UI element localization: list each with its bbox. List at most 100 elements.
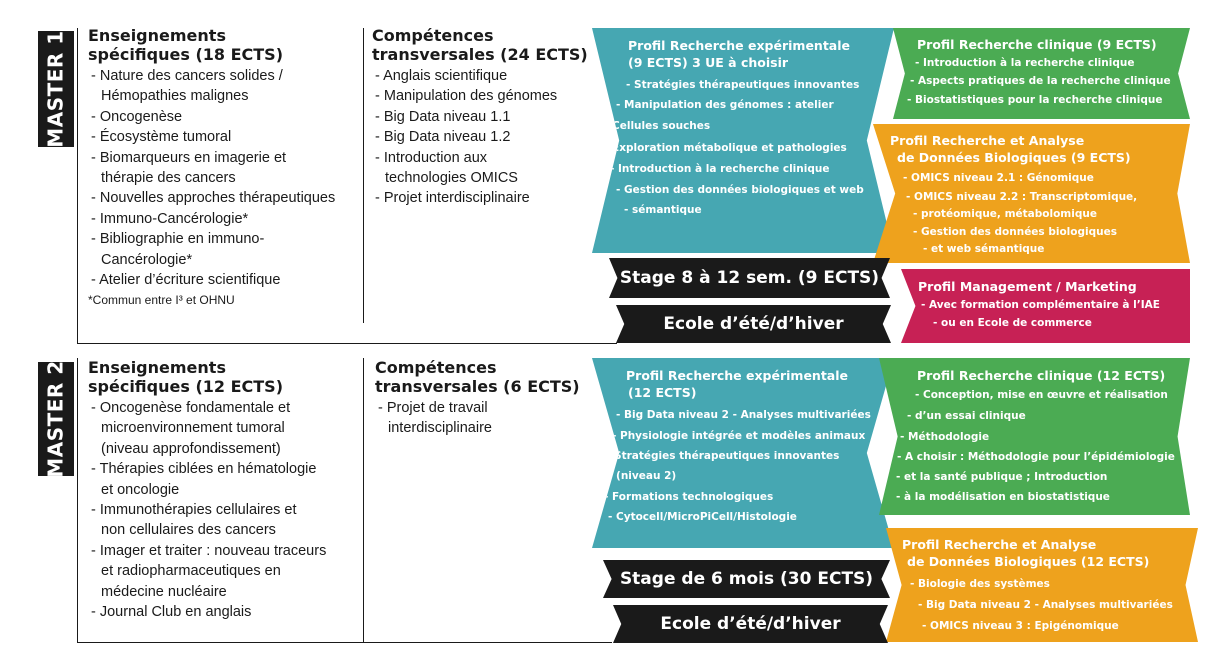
master2-analysis-item: Big Data niveau 2 - Analyses multivariée… (918, 597, 1173, 614)
master1-label: MASTER 1 (44, 30, 68, 148)
master1-transversal-list: Anglais scientifique Manipulation des gé… (372, 66, 588, 209)
master1-profile-analysis: Profil Recherche et Analyse de Données B… (873, 124, 1190, 263)
master2-clinical-item-cont: et la santé publique ; Introduction (896, 469, 1107, 486)
master1-exp-title: Profil Recherche expérimentale (9 ECTS) … (628, 38, 850, 70)
master2-transversal-column: Compétences transversales (6 ECTS) Proje… (375, 358, 580, 439)
master2-exp-title: Profil Recherche expérimentale (12 ECTS) (626, 368, 848, 400)
master1-frame-left (77, 28, 78, 343)
master2-analysis-title: Profil Recherche et Analyse de Données B… (902, 537, 1150, 569)
list-item: thérapie des cancers (101, 170, 236, 187)
master1-analysis-item-cont: et web sémantique (923, 241, 1044, 258)
list-item: Projet de travail (375, 398, 580, 418)
master1-exp-item: Stratégies thérapeutiques innovantes (626, 77, 859, 94)
master1-specific-list: Nature des cancers solides / Hémopathies… (88, 66, 335, 290)
master1-column-divider (363, 28, 364, 323)
master1-exp-item: Introduction à la recherche clinique (610, 161, 829, 178)
master1-footnote: *Commun entre I³ et OHNU (88, 293, 235, 308)
master2-analysis-item: OMICS niveau 3 : Epigénomique (922, 618, 1119, 635)
list-item: (niveau approfondissement) (101, 440, 281, 457)
master1-label-tag: MASTER 1 (38, 30, 74, 148)
list-item: et oncologie (101, 481, 180, 498)
master1-clinical-item: Aspects pratiques de la recherche cliniq… (910, 73, 1171, 90)
list-item: Immunothérapies cellulaires et (88, 500, 326, 520)
master2-specific-column: Enseignements spécifiques (12 ECTS) Onco… (88, 358, 326, 622)
master2-transversal-list: Projet de travail interdisciplinaire (375, 398, 580, 439)
master1-exp-item: Gestion des données biologiques et web (616, 182, 864, 199)
list-item: Imager et traiter : nouveau traceurs (88, 541, 326, 561)
master2-transversal-title: Compétences transversales (6 ECTS) (375, 358, 580, 396)
master2-exp-item: Physiologie intégrée et modèles animaux (612, 428, 865, 445)
list-item: Nature des cancers solides / (88, 66, 335, 86)
master2-profile-clinical: Profil Recherche clinique (12 ECTS) Conc… (879, 358, 1190, 515)
list-item: Immuno-Cancérologie* (88, 209, 335, 229)
master2-clinical-item-cont: à la modélisation en biostatistique (896, 489, 1110, 506)
master1-analysis-item: OMICS niveau 2.2 : Transcriptomique, (906, 189, 1137, 206)
master2-exp-item-cont: (niveau 2) (608, 468, 676, 485)
master2-clinical-item-cont: d’un essai clinique (907, 408, 1026, 425)
master1-clinical-item: Introduction à la recherche clinique (915, 55, 1134, 72)
list-item: interdisciplinaire (388, 420, 492, 437)
list-item: Atelier d’écriture scientifique (88, 270, 335, 290)
master2-label: MASTER 2 (44, 360, 68, 478)
master2-frame-left (77, 358, 78, 642)
list-item: Anglais scientifique (372, 66, 588, 86)
master1-exp-item-cont: sémantique (624, 202, 702, 219)
master1-profile-experimental: Profil Recherche expérimentale (9 ECTS) … (592, 28, 894, 253)
master1-specific-column: Enseignements spécifiques (18 ECTS) Natu… (88, 26, 335, 307)
master1-school-label: Ecole d’été/d’hiver (663, 314, 844, 334)
master1-clinical-title: Profil Recherche clinique (9 ECTS) (917, 37, 1157, 52)
list-item: Journal Club en anglais (88, 602, 326, 622)
master2-stage-label: Stage de 6 mois (30 ECTS) (619, 569, 874, 589)
master1-management-item-cont: ou en Ecole de commerce (933, 315, 1092, 332)
master2-exp-item: Stratégies thérapeutiques innovantes (606, 448, 839, 465)
master1-management-item: Avec formation complémentaire à l’IAE (921, 297, 1160, 314)
master1-exp-item: Manipulation des génomes : atelier (616, 97, 834, 114)
master2-analysis-item: Biologie des systèmes (910, 576, 1050, 593)
list-item: technologies OMICS (385, 170, 518, 187)
list-item: Cancérologie* (101, 251, 193, 268)
list-item: non cellulaires des cancers (101, 522, 276, 539)
master2-clinical-item: Méthodologie (900, 429, 989, 446)
list-item: Bibliographie en immuno- (88, 229, 335, 249)
master2-clinical-item: Conception, mise en œuvre et réalisation (915, 387, 1168, 404)
master2-profile-analysis: Profil Recherche et Analyse de Données B… (886, 528, 1198, 642)
list-item: microenvironnement tumoral (101, 420, 285, 437)
list-item: Hémopathies malignes (101, 88, 249, 105)
list-item: Biomarqueurs en imagerie et (88, 148, 335, 168)
list-item: Big Data niveau 1.2 (372, 127, 588, 147)
master2-clinical-title: Profil Recherche clinique (12 ECTS) (917, 368, 1166, 383)
master2-column-divider (363, 358, 364, 642)
list-item: médecine nucléaire (101, 583, 227, 600)
list-item: Big Data niveau 1.1 (372, 107, 588, 127)
master2-label-tag: MASTER 2 (38, 360, 74, 478)
master2-school-label: Ecole d’été/d’hiver (660, 614, 841, 634)
master2-specific-list: Oncogenèse fondamentale et microenvironn… (88, 398, 327, 622)
master1-management-title: Profil Management / Marketing (918, 279, 1137, 294)
master1-analysis-item: Gestion des données biologiques (913, 224, 1117, 241)
list-item: Écosystème tumoral (88, 127, 335, 147)
master1-clinical-item: Biostatistiques pour la recherche cliniq… (907, 92, 1162, 109)
master2-school-bar: Ecole d’été/d’hiver (613, 605, 888, 643)
list-item: Oncogenèse fondamentale et (88, 398, 326, 418)
list-item: Oncogenèse (88, 107, 335, 127)
master1-school-bar: Ecole d’été/d’hiver (616, 305, 891, 343)
master2-frame-bottom (77, 642, 612, 643)
master1-stage-bar: Stage 8 à 12 sem. (9 ECTS) (609, 258, 890, 298)
master1-analysis-item: OMICS niveau 2.1 : Génomique (903, 170, 1094, 187)
master1-profile-clinical: Profil Recherche clinique (9 ECTS) Intro… (893, 28, 1190, 119)
master1-transversal-title: Compétences transversales (24 ECTS) (372, 26, 588, 64)
master1-exp-item: Exploration métabolique et pathologies (604, 140, 847, 157)
list-item: Thérapies ciblées en hématologie (88, 459, 326, 479)
master1-exp-item: Cellules souches (604, 118, 710, 135)
master1-transversal-column: Compétences transversales (24 ECTS) Angl… (372, 26, 588, 209)
master2-clinical-item: A choisir : Méthodologie pour l’épidémio… (897, 449, 1175, 466)
master2-profile-experimental: Profil Recherche expérimentale (12 ECTS)… (592, 358, 894, 548)
master2-exp-item-cont: Cytocell/MicroPiCell/Histologie (608, 509, 797, 526)
master1-frame-bottom (77, 343, 617, 344)
master2-exp-item: Big Data niveau 2 - Analyses multivariée… (616, 407, 871, 424)
list-item: Projet interdisciplinaire (372, 188, 588, 208)
list-item: Manipulation des génomes (372, 86, 588, 106)
list-item: et radiopharmaceutiques en (101, 563, 281, 580)
master2-specific-title: Enseignements spécifiques (12 ECTS) (88, 358, 284, 396)
master1-analysis-title: Profil Recherche et Analyse de Données B… (890, 133, 1131, 165)
